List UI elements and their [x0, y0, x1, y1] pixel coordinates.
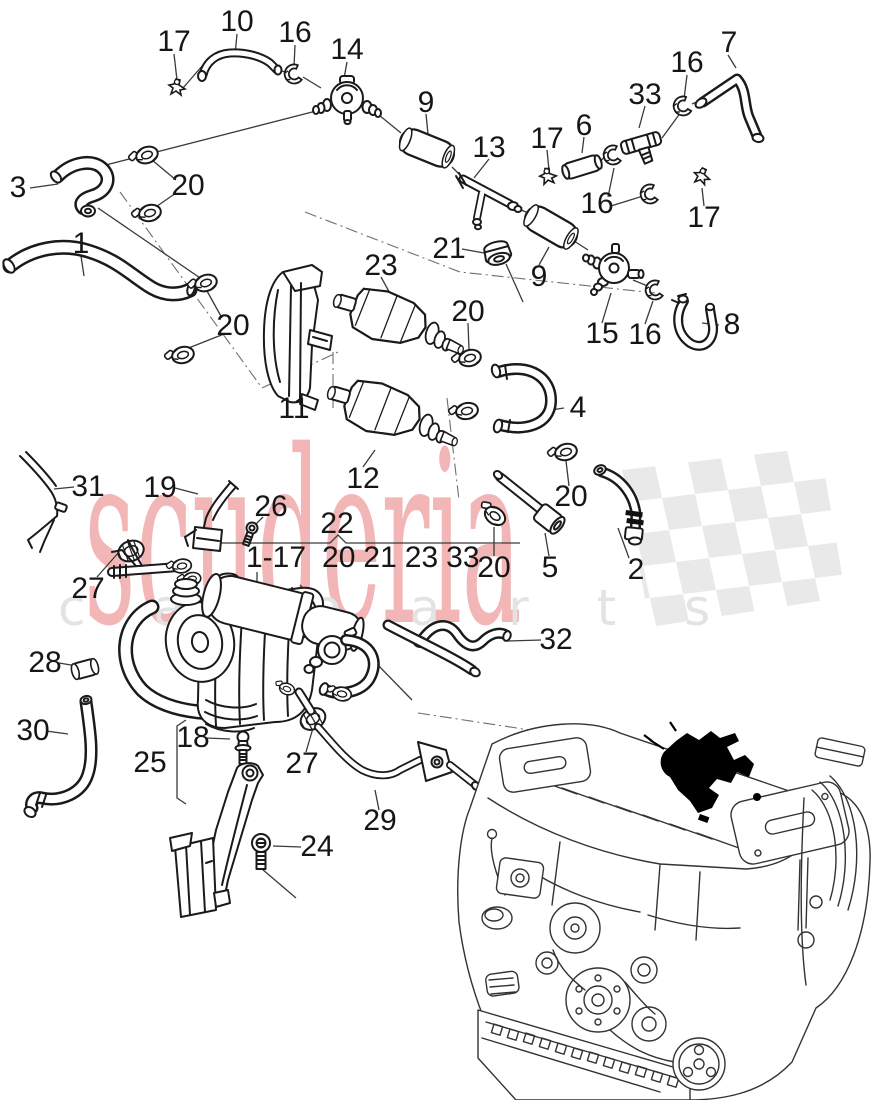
part-17-clip-a — [168, 78, 186, 96]
part-label-13: 13 — [472, 131, 506, 164]
part-label-5: 5 — [541, 551, 559, 584]
part-15-combi-valve — [582, 243, 645, 296]
part-16-clamp-e — [642, 278, 665, 303]
assembly-ref: 23 — [404, 541, 439, 574]
part-5-hose — [492, 470, 566, 535]
part-label-22: 22 — [320, 507, 354, 540]
part-18-ball-stud — [234, 730, 252, 765]
part-label-20: 20 — [171, 169, 205, 202]
part-label-26: 26 — [254, 490, 288, 523]
bracket-22 — [216, 534, 520, 544]
part-label-30: 30 — [16, 714, 50, 747]
part-label-12: 12 — [346, 462, 380, 495]
assembly-ref: 1-17 — [246, 541, 307, 574]
part-label-10: 10 — [220, 5, 254, 38]
part-label-20: 20 — [554, 480, 588, 513]
part-2-hose — [593, 464, 644, 546]
part-label-16: 16 — [670, 46, 704, 79]
part-19-bracket — [184, 480, 239, 552]
checkered-flag — [622, 447, 846, 627]
part-label-19: 19 — [143, 471, 177, 504]
part-24-screw — [251, 833, 271, 870]
part-21-cap — [483, 240, 513, 266]
part-label-9: 9 — [417, 86, 435, 119]
bracket-25-brace — [176, 719, 187, 805]
part-label-4: 4 — [569, 391, 587, 424]
part-8-hose — [671, 293, 719, 351]
part-label-11: 11 — [278, 392, 310, 425]
part-label-17: 17 — [687, 201, 721, 234]
air-pump-assembly — [107, 539, 481, 733]
part-label-16: 16 — [278, 16, 312, 49]
part-label-6: 6 — [575, 109, 593, 142]
part-14-combi-valve — [312, 75, 382, 125]
part-25-bracket — [169, 762, 264, 918]
part-label-27: 27 — [71, 572, 105, 605]
part-label-20: 20 — [216, 309, 250, 342]
part-label-8: 8 — [723, 308, 741, 341]
part-label-29: 29 — [363, 804, 397, 837]
part-16-clamp-a — [281, 62, 304, 87]
part-20-clamp-d — [161, 343, 197, 369]
part-label-15: 15 — [585, 317, 619, 350]
part-label-21: 21 — [432, 232, 466, 265]
part-label-24: 24 — [300, 830, 334, 863]
part-label-1: 1 — [72, 227, 90, 260]
part-label-20: 20 — [451, 295, 485, 328]
part-6-pipe — [561, 154, 603, 180]
part-16-clamp-b — [669, 94, 693, 120]
part-label-7: 7 — [720, 26, 738, 59]
part-label-3: 3 — [9, 171, 27, 204]
part-16-clamp-c — [600, 143, 623, 168]
part-10-pipe — [197, 48, 283, 82]
part-31-holder — [19, 451, 68, 553]
part-label-2: 2 — [627, 553, 645, 586]
part-label-25: 25 — [133, 746, 167, 779]
assembly-reference-row: 1-17 20 21 23 33 — [246, 543, 488, 573]
part-9-silencer-a — [395, 124, 459, 172]
part-20-clamp-b — [128, 201, 164, 227]
part-label-17: 17 — [530, 122, 564, 155]
part-30-hose — [23, 694, 98, 819]
assembly-ref: 21 — [363, 541, 397, 574]
part-11-bracket — [262, 264, 333, 411]
part-26-bolt — [242, 521, 259, 547]
part-label-28: 28 — [28, 646, 62, 679]
part-label-16: 16 — [580, 187, 614, 220]
part-33-tee-connector — [619, 131, 663, 165]
part-label-17: 17 — [157, 25, 191, 58]
part-label-18: 18 — [176, 721, 210, 754]
part-7-hose — [694, 73, 765, 144]
assembly-ref: 33 — [446, 541, 480, 574]
part-label-9: 9 — [530, 260, 548, 293]
part-17-clip-b — [537, 165, 559, 187]
part-13-tee-hose — [455, 172, 523, 231]
part-label-31: 31 — [71, 470, 105, 503]
part-label-20: 20 — [477, 551, 511, 584]
part-label-27: 27 — [285, 747, 319, 780]
part-20-clamp-a — [125, 142, 162, 170]
part-4-hose — [490, 362, 557, 434]
part-9-silencer-b — [519, 200, 583, 254]
parts-artwork — [2, 48, 765, 918]
highlighted-part-silhouette — [643, 721, 761, 824]
assembly-ref: 20 — [322, 541, 356, 574]
part-20-clamp-g — [544, 440, 580, 466]
part-label-16: 16 — [628, 318, 662, 351]
part-17-clip-c — [691, 165, 713, 187]
part-label-32: 32 — [539, 623, 573, 656]
part-label-14: 14 — [330, 33, 364, 66]
part-label-23: 23 — [364, 249, 398, 282]
part-16-clamp-d — [637, 182, 660, 207]
engine-illustration — [457, 721, 871, 1100]
part-label-33: 33 — [628, 78, 662, 111]
part-3-hose — [49, 155, 115, 218]
part-29-pipe — [314, 723, 482, 791]
